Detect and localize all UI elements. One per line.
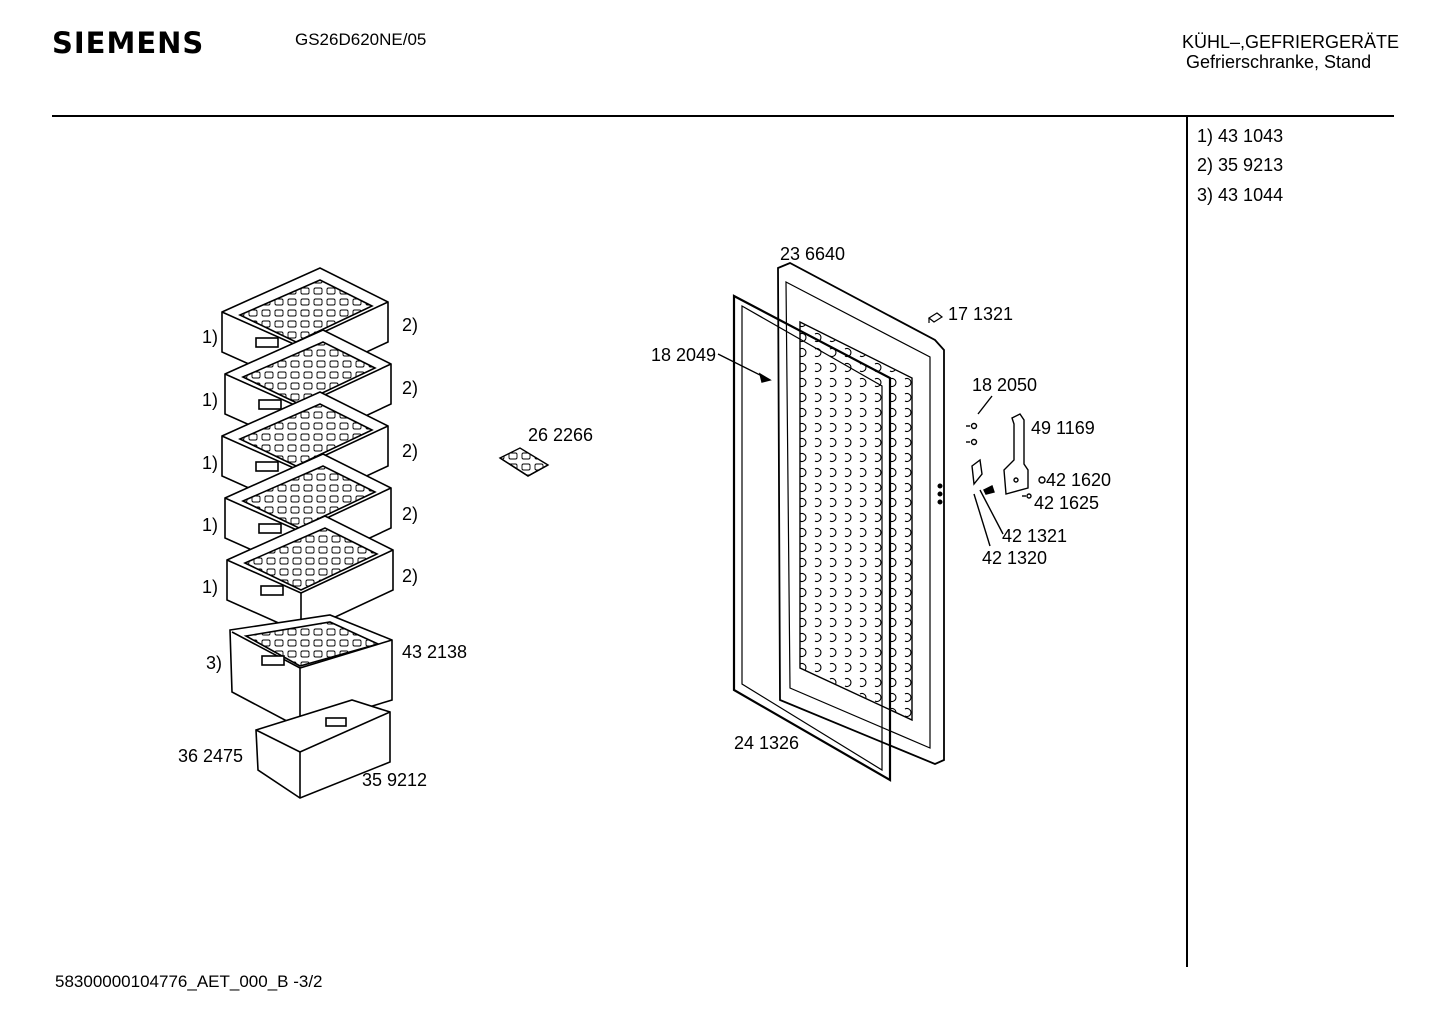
part-label: 36 2475	[178, 746, 244, 766]
drawer-ref-label: 1)	[202, 327, 219, 347]
part-label: 42 1320	[982, 548, 1048, 568]
hinge-parts	[966, 395, 1046, 547]
model-number: GS26D620NE/05	[295, 30, 427, 49]
drawer	[226, 515, 394, 634]
part-label: 18 2050	[972, 375, 1038, 395]
part-label: 42 1620	[1046, 470, 1112, 490]
door-liner	[799, 320, 913, 722]
note-2: 2) 35 9213	[1197, 155, 1283, 176]
part-label: 42 1321	[1002, 526, 1068, 546]
hinge-pin	[971, 458, 983, 486]
part-label: 43 2138	[402, 642, 468, 662]
category-title: KÜHL–,GEFRIERGERÄTE	[1182, 32, 1400, 52]
drawer-ref-label: 2)	[402, 441, 419, 461]
screw-icon	[966, 422, 978, 430]
screw-icon	[927, 312, 944, 323]
drawer-ref-label: 2)	[402, 566, 419, 586]
part-label: 35 9212	[362, 770, 428, 790]
ice-tray-part	[498, 447, 550, 477]
drawer-ref-label: 2)	[402, 504, 419, 524]
note-part: 43 1043	[1218, 126, 1284, 146]
bottom-bin	[255, 699, 391, 799]
note-part: 35 9213	[1218, 155, 1284, 175]
part-label: 49 1169	[1031, 418, 1095, 438]
screw-icon	[1022, 493, 1032, 499]
drawer-ref-label: 2)	[402, 378, 419, 398]
hinge-bracket	[1003, 413, 1029, 495]
header-divider	[52, 115, 1394, 117]
drawer-ref-label: 1)	[202, 453, 219, 473]
part-label: 42 1625	[1034, 493, 1100, 513]
drawer-ref-label: 3)	[206, 653, 223, 673]
drawer-ref-label: 1)	[202, 515, 219, 535]
note-key: 3)	[1197, 185, 1214, 205]
part-label: 18 2049	[651, 345, 717, 365]
note-key: 2)	[1197, 155, 1214, 175]
note-3: 3) 43 1044	[1197, 185, 1283, 206]
part-label: 17 1321	[948, 304, 1014, 324]
part-label: 26 2266	[528, 425, 594, 445]
door-assembly	[732, 262, 945, 782]
washer	[983, 485, 995, 495]
part-label: 23 6640	[780, 244, 846, 264]
note-key: 1)	[1197, 126, 1214, 146]
drawer-ref-label: 2)	[402, 315, 419, 335]
nut-icon	[1038, 476, 1046, 484]
drawer-ref-label: 1)	[202, 577, 219, 597]
door-gasket	[732, 294, 892, 782]
note-1: 1) 43 1043	[1197, 126, 1283, 147]
brand-logo: SIEMENS	[52, 26, 205, 60]
note-part: 43 1044	[1218, 185, 1284, 205]
category-subtitle: Gefrierschranke, Stand	[1186, 52, 1372, 72]
leader-arrow	[717, 353, 772, 383]
notes-divider	[1186, 117, 1188, 967]
drawer-stack	[221, 267, 394, 799]
part-label: 24 1326	[734, 733, 800, 753]
drawer-ref-label: 1)	[202, 390, 219, 410]
screw-icon	[966, 438, 978, 446]
document-id: 58300000104776_AET_000_B -3/2	[55, 972, 323, 991]
